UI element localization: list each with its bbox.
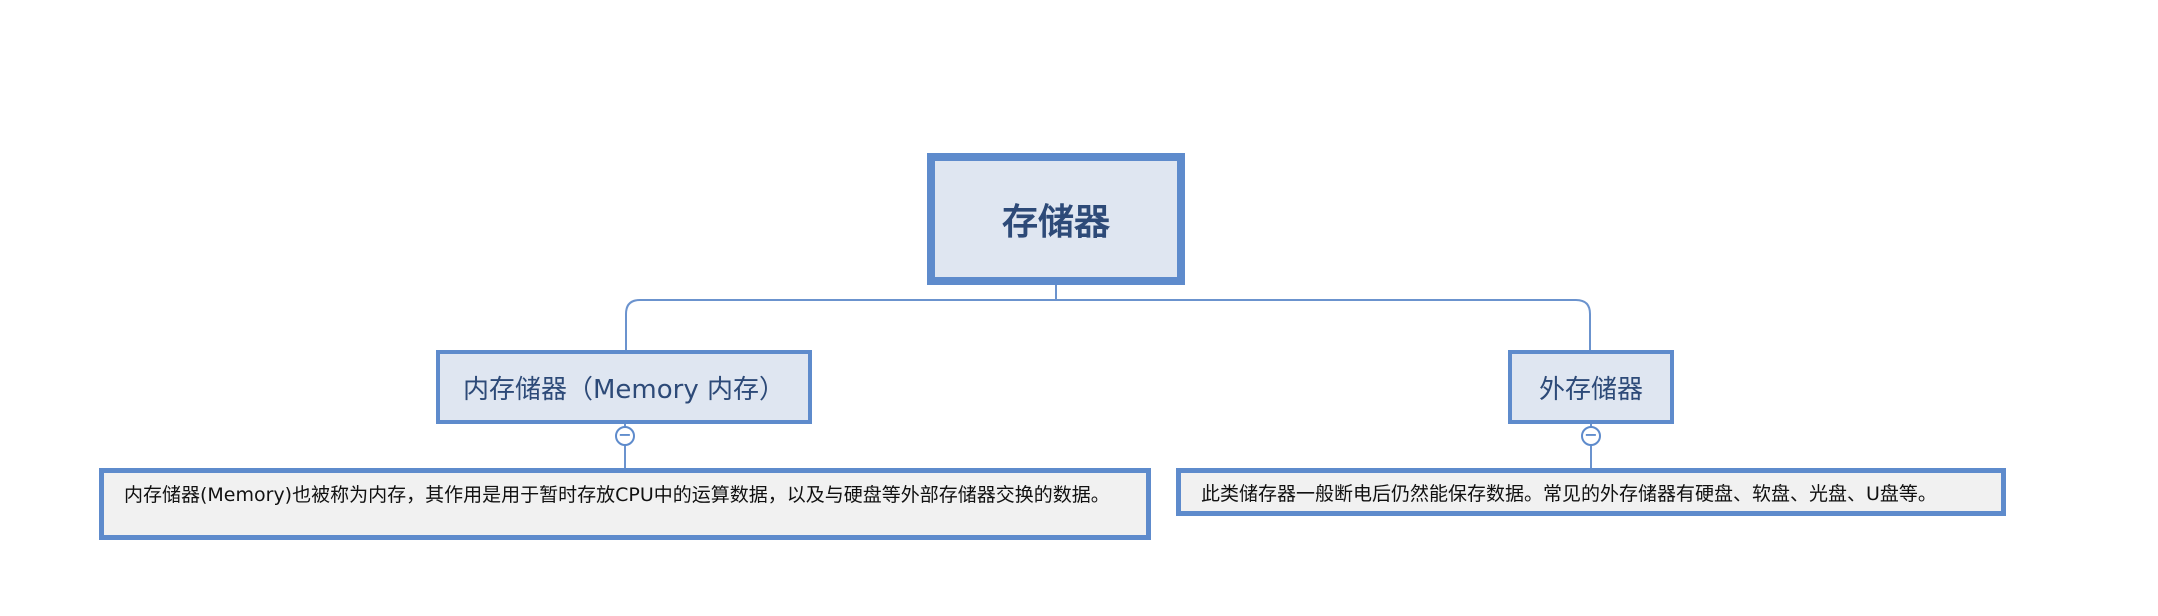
root-node[interactable]: 存储器 [927, 153, 1185, 285]
detail-node-external-storage[interactable]: 此类储存器一般断电后仍然能保存数据。常见的外存储器有硬盘、软盘、光盘、U盘等。 [1176, 468, 2006, 516]
topic-node-external-storage[interactable]: 外存储器 [1508, 350, 1674, 424]
collapse-toggle-internal-memory[interactable]: − [615, 426, 635, 446]
detail-text-external-storage: 此类储存器一般断电后仍然能保存数据。常见的外存储器有硬盘、软盘、光盘、U盘等。 [1201, 483, 1937, 505]
topic-node-internal-memory[interactable]: 内存储器（Memory 内存） [436, 350, 812, 424]
topic-label-internal-memory: 内存储器（Memory 内存） [462, 374, 785, 405]
detail-text-internal-memory: 内存储器(Memory)也被称为内存，其作用是用于暂时存放CPU中的运算数据，以… [124, 484, 1110, 506]
collapse-toggle-external-storage[interactable]: − [1581, 426, 1601, 446]
detail-node-internal-memory[interactable]: 内存储器(Memory)也被称为内存，其作用是用于暂时存放CPU中的运算数据，以… [99, 468, 1151, 540]
connector-root-to-left [625, 299, 1056, 350]
root-label: 存储器 [1001, 202, 1110, 243]
topic-label-external-storage: 外存储器 [1538, 374, 1643, 405]
connector-root-to-right [1056, 299, 1591, 350]
